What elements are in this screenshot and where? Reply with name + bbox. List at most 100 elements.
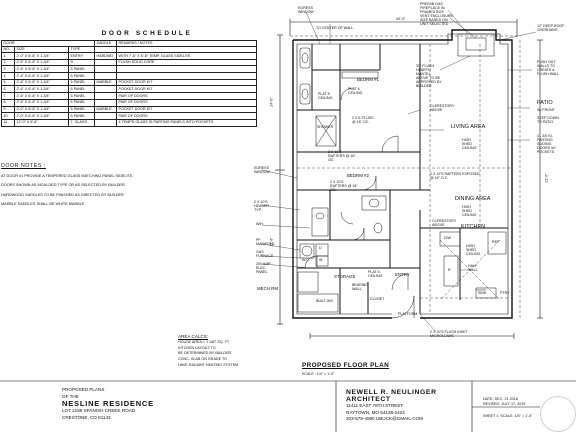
label-dryer: D bbox=[319, 246, 322, 250]
tb-revised-row: REVISED: JULY 17, 2019 bbox=[483, 402, 533, 407]
door-notes: DOOR NOTES : AT DOOR #1 PROVIDE A TEMPER… bbox=[1, 162, 133, 210]
label-pantry: PTRY bbox=[500, 291, 510, 295]
note-clerestory-2: CLERESTORY ABOVE bbox=[432, 219, 457, 227]
note-push-out: PUSH OUT WALLS TO CREATE A FLUSH WALL bbox=[537, 60, 560, 76]
note-step-down: STEP DOWN TO PATIO bbox=[537, 116, 559, 124]
col-remarks-sub bbox=[116, 46, 257, 53]
door-note: HARDWOOD SADDLES TO BE FINISHED AS DIREC… bbox=[1, 192, 124, 197]
dim-overall-width: 43'-0" bbox=[396, 17, 406, 21]
tb-phone: 203-579-4590 UBUCK@GMAIL.COM bbox=[346, 416, 423, 421]
door-note: AT DOOR #1 PROVIDE A TEMPERED GLASS MATC… bbox=[1, 173, 134, 178]
area-calc-line: HAVE RADIANT HEATING SYSTEM bbox=[178, 362, 239, 367]
label-wc: W.C. bbox=[302, 258, 310, 262]
label-range: R bbox=[448, 268, 451, 272]
note-pf-manifold: PF MANIFOLD bbox=[256, 238, 275, 246]
note-rafters-exposed: 2 X 12'S RAFTERS EXPOSED @ 16" O.C. bbox=[430, 172, 480, 180]
tb-revised-date: JULY 17, 2019 bbox=[501, 401, 526, 406]
tb-date-label: DATE: bbox=[483, 397, 494, 401]
plan-scale: SCALE : 1/4" = 1'-0" bbox=[302, 372, 335, 376]
tb-city: CRESTONE, CO 81143 bbox=[62, 415, 111, 420]
tb-proposed: PROPOSED PLANS bbox=[62, 387, 105, 392]
label-dw: D/W bbox=[444, 236, 451, 240]
note-high-shed-1: HIGH SHED CEILING bbox=[462, 138, 477, 150]
tb-sheet-row: SHEET 1 SCALE: 1/4" = 1'-0" bbox=[483, 414, 533, 419]
label-sink: SINK bbox=[478, 291, 487, 295]
architect-seal bbox=[540, 396, 576, 432]
note-studs: 2 X 6 STUDS @ 16" OC. bbox=[352, 116, 374, 124]
note-to-center-wall: TO CENTER OF WALL bbox=[316, 26, 354, 30]
room-dining: DINING AREA bbox=[455, 196, 491, 202]
note-platform: PLATFORM bbox=[398, 312, 418, 316]
room-living: LIVING AREA bbox=[451, 124, 486, 130]
note-high-shed-2: HIGH SHED CEILING bbox=[462, 205, 477, 217]
tb-address: 11411 EAST 78TH STREET bbox=[346, 403, 404, 408]
tb-revised-label: REVISED: bbox=[483, 401, 501, 406]
note-patio-front: W/ FRONT bbox=[537, 108, 555, 112]
door-notes-title: DOOR NOTES : bbox=[1, 163, 46, 169]
door-note: DOORS SHOWN AS MOULDED TYPE OR AS SELECT… bbox=[1, 183, 126, 187]
label-fridge: REF bbox=[492, 240, 500, 244]
project-title-block: PROPOSED PLANS OF THE NESLINE RESIDENCE … bbox=[62, 386, 154, 421]
area-calc-line: BE DETERMINED BY BUILDER. bbox=[178, 351, 233, 356]
schedule-subheader-row: NO. SIZE TYPE bbox=[1, 46, 257, 53]
note-bearing-wall: BEARING WALL bbox=[352, 283, 369, 291]
area-calcs-title: AREA CALCS: bbox=[178, 334, 209, 339]
note-flush-inset: 2 X 10'S FLUSH INSET MICROLLAMS bbox=[430, 330, 468, 338]
note-header: 2 X 10'S HEADER TYP. bbox=[254, 200, 269, 212]
note-plat6-2: PLAT 6 CEILING bbox=[368, 270, 383, 278]
note-gas-furnace: GAS FURNACE bbox=[256, 250, 274, 258]
architect-block: NEWELL R. NEULINGER ARCHITECT 11411 EAST… bbox=[346, 389, 437, 423]
door-remarks: 4 TEMPD GLASS SI-PARTING PANELS INTO POC… bbox=[116, 118, 257, 127]
note-deep-roof: 12" DEEP ROOF OVERHANG bbox=[537, 24, 565, 32]
tb-architect: ARCHITECT bbox=[346, 395, 391, 403]
area-calcs: AREA CALCS: HOUSE AREA = 1 1/87 SQ. FT. … bbox=[178, 334, 238, 369]
tb-sheet-label: SHEET bbox=[483, 414, 496, 418]
room-bedroom-1: BEDRM #1 bbox=[357, 77, 379, 82]
note-plat6-1: PLAT 6 CEILING bbox=[348, 87, 363, 95]
tb-city2: RAYTOWN, MO 64138-2424 bbox=[346, 409, 405, 415]
area-calc-line: CONC. SLAB ON GRADE TO bbox=[178, 357, 228, 362]
note-egress-top: EGRESS WINDOW bbox=[298, 6, 314, 14]
tb-scale: 1/4" = 1'-0" bbox=[514, 414, 533, 418]
room-entry: ENTRY bbox=[395, 272, 410, 277]
room-closet: CLOSET bbox=[370, 297, 385, 301]
room-mech: MECH RM bbox=[257, 286, 278, 291]
note-mantel: 30" FLUSH HEARTH MANTEL ABOVE TO BE APPR… bbox=[416, 64, 442, 88]
tb-architect-name: NEWELL R. NEULINGER bbox=[346, 389, 437, 396]
note-rafters-1: 2 X 10'S RAFTERS @ 16" OC. bbox=[328, 150, 356, 162]
room-shower: SHOWER bbox=[317, 125, 334, 129]
room-builtins: BUILT-INS bbox=[316, 299, 333, 303]
note-sliding-doors: 4 - 3/0 SI-PARTING SLIDING DOORS W/ POCK… bbox=[537, 134, 556, 154]
room-bedroom-2: BEDRM #2 bbox=[347, 173, 369, 178]
date-block: DATE: DEC. 21 2018 REVISED: JULY 17, 201… bbox=[483, 397, 533, 419]
note-clerestory-1: CLERESTORY ABOVE bbox=[430, 104, 455, 112]
note-plat8: PLAT 8 CEILING bbox=[318, 92, 333, 100]
note-vent: VENT ENCLOSURE SIZE BASED ON UNIT SELECT… bbox=[420, 14, 453, 26]
room-kitchen: KITCHEN bbox=[461, 224, 486, 230]
note-wh: W/H bbox=[256, 222, 263, 226]
tb-lot: LOT 2199 SPANISH CREEK ROAD bbox=[62, 408, 136, 413]
tb-sheet: 1 bbox=[496, 414, 499, 418]
plan-title: PROPOSED FLOOR PLAN bbox=[302, 362, 390, 369]
door-schedule-table: DOOR SADDLE REMARKS / NOTES NO. SIZE TYP… bbox=[1, 40, 257, 127]
tb-date: DEC. 21 2018 bbox=[494, 397, 518, 401]
tb-date-row: DATE: DEC. 21 2018 bbox=[483, 397, 533, 402]
note-rafters-2: 2 X 10'S RAFTERS @ 16" OC. bbox=[330, 180, 358, 192]
area-calc-line: KITCHEN LAYOUT TO bbox=[178, 345, 216, 350]
label-washer: W bbox=[319, 258, 323, 262]
door-schedule-title: DOOR SCHEDULE bbox=[101, 30, 193, 37]
door-note: MARBLE SADDLES SHALL BE WHITE MARBLE bbox=[1, 202, 85, 206]
note-fireplace: PREFAB GAS FIREPLACE IN FRAMED BOX bbox=[420, 2, 445, 14]
tb-scale-label: SCALE: bbox=[500, 414, 514, 418]
tb-of-the: OF THE bbox=[62, 394, 79, 399]
tb-residence: NESLINE RESIDENCE bbox=[62, 399, 154, 408]
note-egress-left: EGRESS WINDOW bbox=[254, 166, 270, 174]
